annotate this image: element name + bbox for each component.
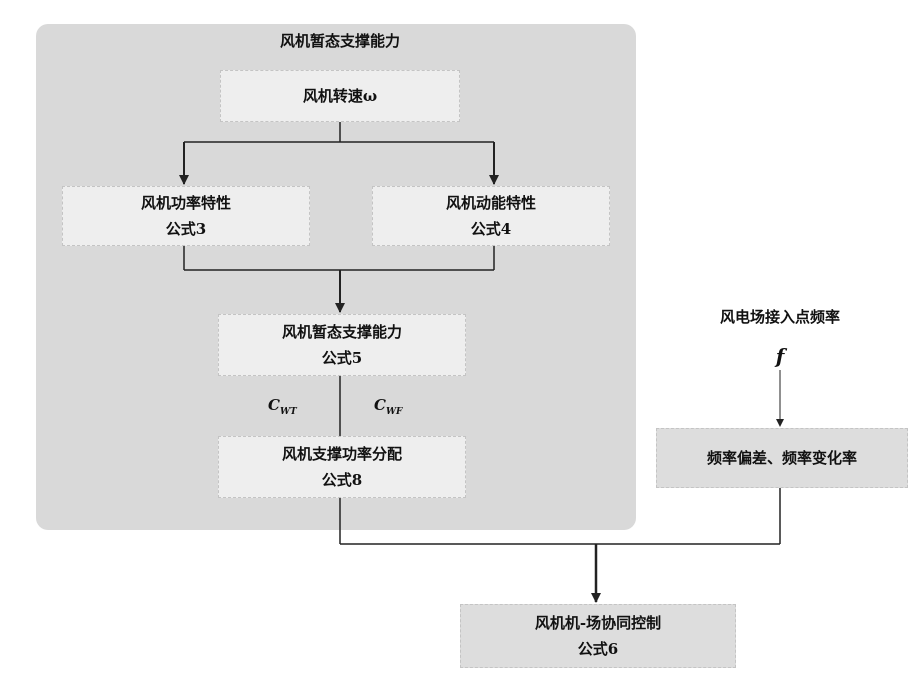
connector-lines [0, 0, 924, 692]
